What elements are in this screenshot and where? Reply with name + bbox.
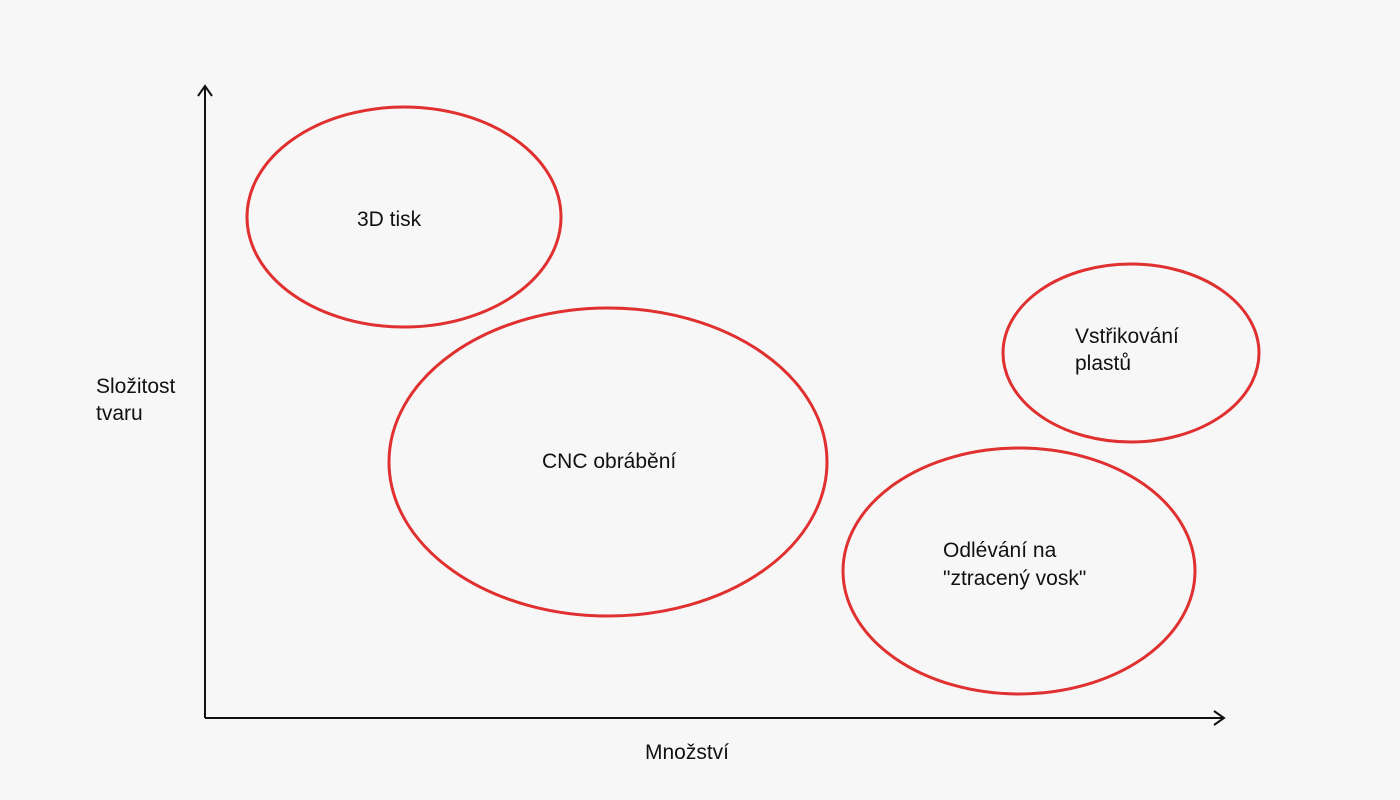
y-axis-arrow (197, 84, 213, 97)
y-axis-label-line-1: Složitost (96, 375, 176, 398)
label-cnc: CNC obrábění (542, 450, 676, 473)
label-odlevani-line-1: Odlévání na (943, 539, 1057, 562)
x-axis-label: Množství (645, 741, 729, 764)
x-axis-arrow (1213, 710, 1226, 726)
regions (245, 105, 1261, 696)
label-vstrikovani-line-2: plastů (1075, 352, 1131, 375)
ellipse-cnc (387, 306, 829, 618)
ellipse-3d-tisk (245, 105, 563, 329)
y-axis-label-line-2: tvaru (96, 402, 143, 425)
ellipse-odlevani (841, 446, 1197, 696)
label-odlevani-line-2: "ztracený vosk" (943, 567, 1086, 590)
ellipse-vstrikovani (1001, 262, 1261, 444)
label-vstrikovani-line-1: Vstřikování (1075, 325, 1179, 348)
axes (197, 84, 1226, 726)
label-3d-tisk: 3D tisk (357, 208, 422, 231)
